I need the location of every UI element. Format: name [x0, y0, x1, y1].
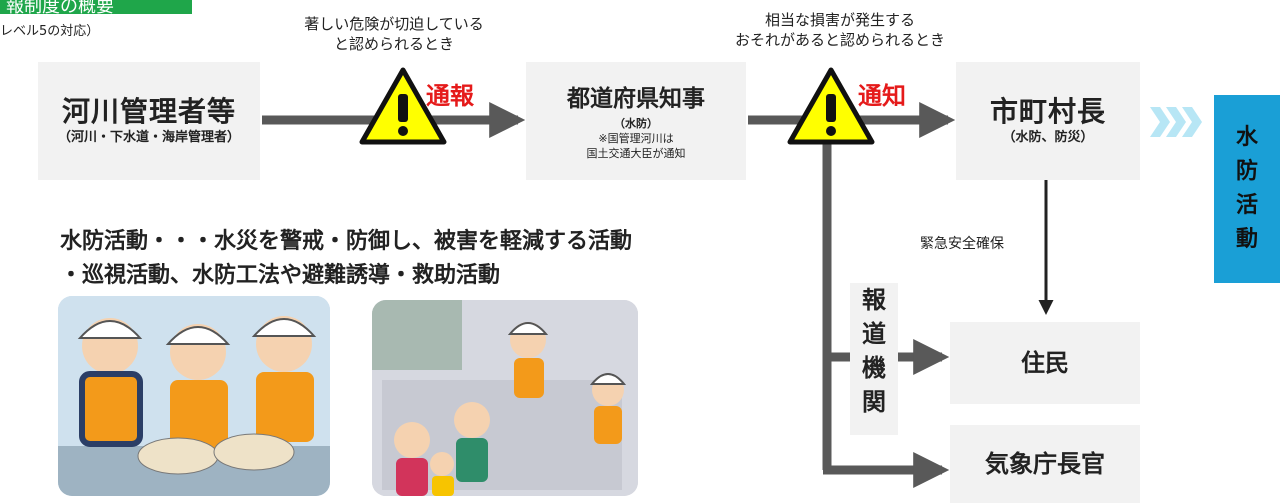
activity-description: 水防活動・・・水災を警戒・防御し、被害を軽減する活動 ・巡視活動、水防工法や避難… [60, 229, 633, 288]
node-residents: 住民 [950, 322, 1140, 404]
flood-fighting-box: 水 防 活 動 [1214, 95, 1280, 283]
condition-note-right: 相当な損害が発生する おそれがあると認められるとき [734, 11, 945, 49]
page-title: 報制度の概要 [0, 0, 192, 14]
illustration-sandbag-work [58, 296, 330, 496]
label-report: 通報 [426, 82, 474, 110]
node-river-manager: 河川管理者等 （河川・下水道・海岸管理者） [38, 62, 260, 180]
condition-note-left: 著しい危険が切迫している と認められるとき [304, 15, 484, 53]
node-governor: 都道府県知事 （水防） ※国管理河川は 国土交通大臣が通知 [526, 62, 746, 180]
node-mayor: 市町村長 （水防、防災） [956, 62, 1140, 180]
illustration-evacuation-guidance [372, 300, 638, 496]
page-subtitle: レベル5の対応） [0, 24, 100, 39]
node-jma: 気象庁長官 [950, 425, 1140, 503]
label-emergency: 緊急安全確保 [920, 236, 1004, 252]
label-notify: 通知 [858, 82, 906, 110]
node-media: 報 道 機 関 [850, 283, 898, 435]
warning-icon [359, 67, 447, 145]
chevron-icon [1150, 107, 1202, 137]
warning-icon [787, 67, 875, 145]
